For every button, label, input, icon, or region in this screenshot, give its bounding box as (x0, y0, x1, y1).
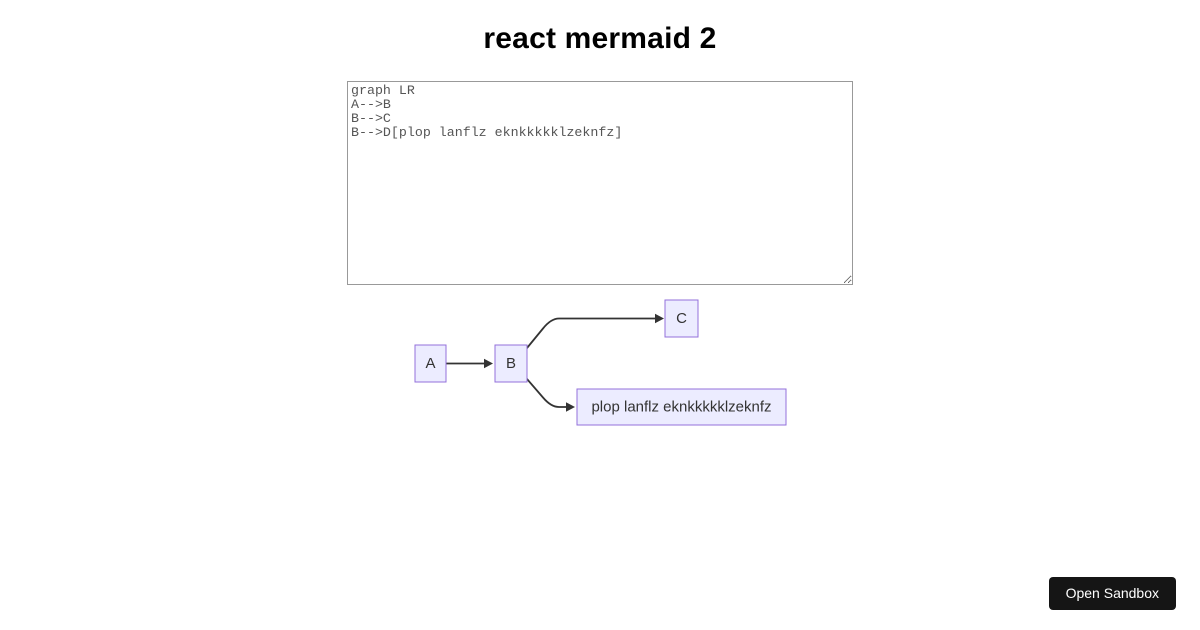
diagram-node-a: A (414, 344, 447, 383)
edge-b-d (526, 378, 575, 412)
arrowhead-b-c (655, 313, 664, 324)
node-b-label: B (506, 355, 516, 372)
edge-a-b (445, 358, 493, 369)
diagram-node-c: C (664, 299, 699, 338)
edge-b-c (526, 313, 664, 349)
diagram-node-b: B (494, 344, 528, 383)
node-c-label: C (676, 310, 687, 327)
page-title: react mermaid 2 (483, 22, 717, 55)
node-d-label: plop lanflz eknkkkkklzeknfz (591, 399, 771, 416)
arrowhead-b-d (566, 402, 575, 412)
flowchart-svg: A B C plop lanflz eknkkkkklzeknfz (414, 299, 787, 426)
mermaid-diagram: A B C plop lanflz eknkkkkklzeknfz (340, 290, 860, 440)
open-sandbox-button[interactable]: Open Sandbox (1048, 577, 1176, 610)
diagram-node-d: plop lanflz eknkkkkklzeknfz (576, 388, 787, 426)
node-a-label: A (425, 355, 435, 372)
arrowhead-a-b (484, 358, 493, 369)
mermaid-code-input[interactable]: graph LR A-->B B-->C B-->D[plop lanflz e… (347, 81, 853, 285)
